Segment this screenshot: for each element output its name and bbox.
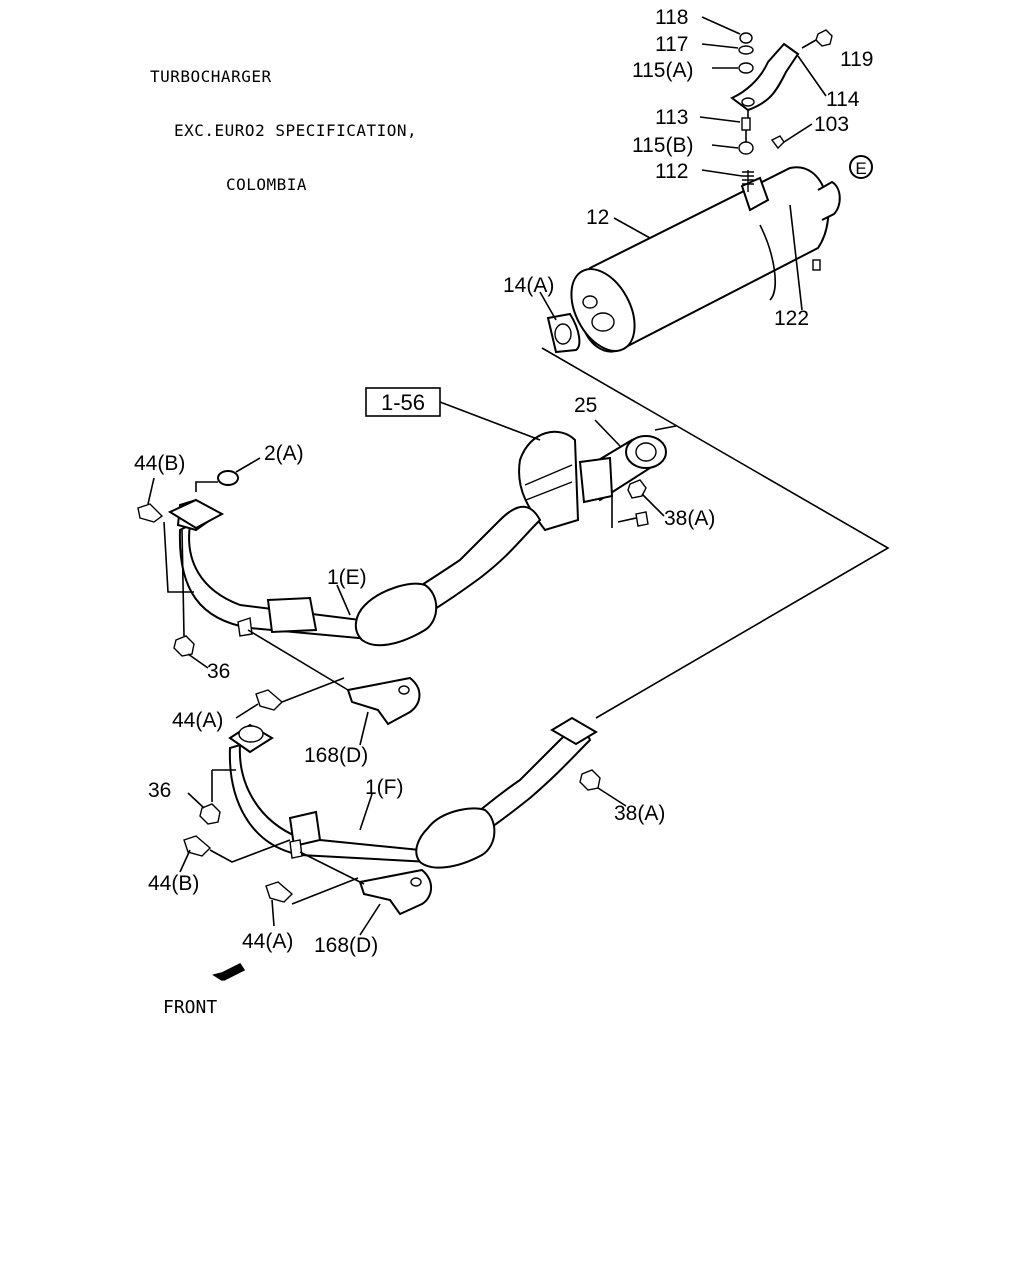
turbocharger-outlet[interactable] <box>518 430 580 532</box>
reference-box-1-56[interactable]: 1-56 <box>365 387 441 417</box>
nut-36-top[interactable] <box>173 635 195 657</box>
nut-36-bot[interactable] <box>199 803 221 825</box>
callout-12: 12 <box>586 206 609 229</box>
header-note: TURBOCHARGER EXC.EURO2 SPECIFICATION, CO… <box>150 32 417 212</box>
callout-44b-bot: 44(B) <box>148 872 199 895</box>
bolt-44b-top[interactable] <box>137 503 164 523</box>
callout-115a: 115(A) <box>632 59 693 82</box>
callout-168d-bot: 168(D) <box>314 934 378 957</box>
clamp-1f[interactable] <box>288 810 322 859</box>
nut-38a-bot[interactable] <box>579 769 601 791</box>
bolt-38a-top[interactable] <box>617 511 649 527</box>
bracket-168d-bot[interactable] <box>358 868 432 916</box>
assembly-lines <box>163 110 890 905</box>
header-line-1: TURBOCHARGER <box>150 67 272 86</box>
front-pipe-1f[interactable] <box>228 716 598 869</box>
header-line-2: EXC.EURO2 SPECIFICATION, <box>174 121 418 140</box>
callout-25: 25 <box>574 394 597 417</box>
leader-lines <box>147 16 827 936</box>
callout-115b: 115(B) <box>632 134 693 157</box>
callout-117: 117 <box>655 33 688 56</box>
bolt-44b-bot[interactable] <box>183 835 212 857</box>
reference-box-label: 1-56 <box>381 390 425 415</box>
bracket-168d-mid[interactable] <box>346 676 421 726</box>
bolt-122[interactable] <box>812 259 821 271</box>
callout-113: 113 <box>655 106 688 129</box>
nut-38a-top[interactable] <box>627 479 647 499</box>
callout-118: 118 <box>655 6 688 29</box>
callout-103: 103 <box>814 113 849 136</box>
nut-119[interactable] <box>801 29 833 49</box>
callout-14a: 14(A) <box>503 274 554 297</box>
callout-44a-mid: 44(A) <box>172 709 223 732</box>
circle-e: E <box>849 155 873 179</box>
circle-e-label: E <box>855 159 866 178</box>
front-pipe-1e[interactable] <box>167 498 542 647</box>
silencer-12[interactable] <box>559 166 841 361</box>
callout-1e: 1(E) <box>327 566 367 589</box>
front-arrow-icon <box>212 963 246 982</box>
gasket-2a[interactable] <box>217 470 239 486</box>
callout-44b-top: 44(B) <box>134 452 185 475</box>
callout-2a: 2(A) <box>264 442 304 465</box>
header-line-3: COLOMBIA <box>226 175 308 194</box>
bracket-114[interactable] <box>730 42 800 112</box>
clamp-1e[interactable] <box>237 596 318 637</box>
callout-36-top: 36 <box>207 660 230 683</box>
callout-1f: 1(F) <box>365 776 404 799</box>
callout-112: 112 <box>655 160 688 183</box>
bolt-103[interactable] <box>770 135 785 150</box>
pipe-25[interactable] <box>578 435 667 504</box>
bolt-44a-mid[interactable] <box>255 689 284 711</box>
callout-114: 114 <box>826 88 860 111</box>
callout-36-bot: 36 <box>148 779 171 802</box>
silencer-hanger-bracket[interactable] <box>740 170 770 212</box>
callout-122: 122 <box>774 307 809 330</box>
callout-119: 119 <box>840 48 873 71</box>
callout-38a-bot: 38(A) <box>614 802 665 825</box>
callout-44a-bot: 44(A) <box>242 930 293 953</box>
inlet-gasket-14a[interactable] <box>546 312 581 354</box>
front-label: FRONT <box>163 997 217 1018</box>
callout-38a-top: 38(A) <box>664 507 715 530</box>
callout-168d-mid: 168(D) <box>304 744 368 767</box>
mount-stack[interactable] <box>738 32 754 155</box>
bolt-44a-bot[interactable] <box>265 881 294 903</box>
